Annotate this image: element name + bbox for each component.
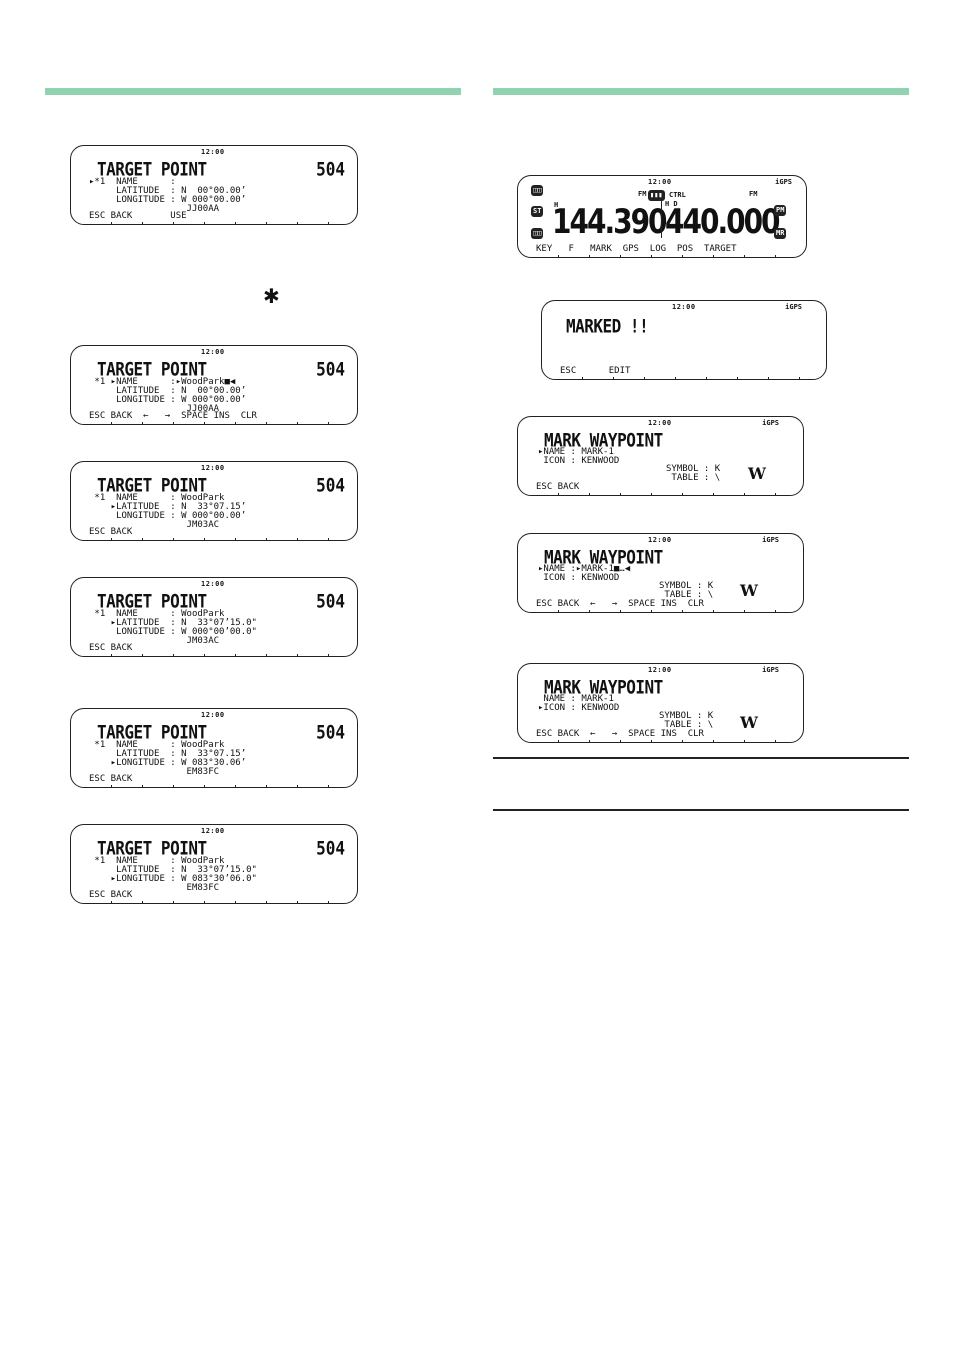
softkey-ticks — [81, 901, 347, 903]
marked-screen: 12:00 iGPS MARKED !! ESC EDIT — [541, 300, 827, 380]
channel-number: 504 — [316, 721, 345, 743]
mark-waypoint-screen-1: 12:00 iGPS MARK WAYPOINT ▸NAME : MARK-1 … — [517, 416, 804, 496]
softkey-labels: ESC BACK — [89, 890, 133, 900]
screen-title: MARK WAYPOINT — [544, 429, 663, 451]
softkey-ticks — [81, 422, 347, 424]
softkey-labels: ESC BACK — [89, 774, 133, 784]
mark-waypoint-screen-3: 12:00 iGPS MARK WAYPOINT NAME : MARK-1 ▸… — [517, 663, 804, 743]
softkey-labels: ESC EDIT — [560, 366, 631, 376]
channel-number: 504 — [316, 474, 345, 496]
igps-indicator: iGPS — [785, 303, 802, 311]
target-fields: *1 NAME : WoodPark ▸LATITUDE : N 33°07.1… — [94, 493, 247, 530]
ctrl-badge-icon: ▮▮▮ — [648, 190, 665, 201]
softkey-ticks — [528, 255, 796, 257]
softkey-labels: KEY F MARK GPS LOG POS TARGET — [536, 244, 737, 254]
softkey-labels: ESC BACK — [89, 643, 133, 653]
main-frequency-screen: 12:00 iGPS ◫◫ FM ▮▮▮ CTRL FM H H D ST ◫◫… — [517, 175, 807, 258]
softkey-ticks — [528, 610, 793, 612]
softkey-labels: ESC BACK ← → SPACE INS CLR — [536, 599, 704, 609]
clock: 12:00 — [648, 178, 672, 186]
symbol-fields: SYMBOL : K TABLE : \ — [659, 581, 714, 600]
igps-indicator: iGPS — [762, 419, 779, 427]
band-a-badge-icon: ◫◫ — [531, 185, 544, 196]
symbol-fields: SYMBOL : K TABLE : \ — [666, 464, 721, 483]
target-point-screen-3: 12:00 TARGET POINT 504 *1 NAME : WoodPar… — [70, 461, 358, 541]
ctrl-label: CTRL — [669, 191, 686, 199]
softkey-ticks — [528, 740, 793, 742]
softkey-ticks — [81, 222, 347, 224]
softkey-labels: ESC BACK — [89, 527, 133, 537]
target-fields: *1 NAME : WoodPark LATITUDE : N 33°07’15… — [94, 856, 257, 893]
softkey-ticks — [81, 654, 347, 656]
bottom-left-badge-icon: ◫◫ — [531, 228, 544, 239]
st-badge-icon: ST — [531, 206, 544, 217]
waypoint-symbol-icon: W — [740, 581, 758, 600]
target-fields: *1 ▸NAME :▸WoodPark■◀ LATITUDE : N 00°00… — [94, 377, 247, 414]
waypoint-fields: ▸NAME :▸MARK-1■…◀ ICON : KENWOOD — [538, 564, 631, 583]
screen-title: TARGET POINT — [97, 358, 207, 380]
softkey-ticks — [552, 377, 816, 379]
clock: 12:00 — [201, 827, 225, 835]
softkey-labels: ESC BACK ← → SPACE INS CLR — [536, 729, 704, 739]
screen-title: TARGET POINT — [97, 474, 207, 496]
power-hd-b: H D — [665, 200, 678, 208]
clock: 12:00 — [648, 419, 672, 427]
clock: 12:00 — [648, 666, 672, 674]
waypoint-symbol-icon: W — [740, 713, 758, 732]
pm-badge-icon: PM — [774, 205, 787, 216]
mode-fm-left: FM — [638, 190, 647, 198]
clock: 12:00 — [201, 711, 225, 719]
softkey-ticks — [81, 785, 347, 787]
power-h-a: H — [554, 201, 559, 209]
screen-title: MARK WAYPOINT — [544, 676, 663, 698]
waypoint-symbol-icon: W — [748, 464, 766, 483]
screen-title: TARGET POINT — [97, 158, 207, 180]
softkey-labels: ESC BACK ← → SPACE INS CLR — [89, 411, 257, 421]
mr-badge-icon: MR — [774, 228, 787, 239]
igps-indicator: iGPS — [762, 536, 779, 544]
clock: 12:00 — [201, 580, 225, 588]
symbol-fields: SYMBOL : K TABLE : \ — [659, 711, 714, 730]
clock: 12:00 — [201, 148, 225, 156]
asterisk-icon: ✱ — [263, 284, 280, 308]
softkey-ticks — [528, 493, 793, 495]
screen-title: TARGET POINT — [97, 837, 207, 859]
right-section-bar — [493, 88, 909, 95]
clock: 12:00 — [201, 464, 225, 472]
screen-title: MARKED !! — [566, 315, 649, 337]
frequency-b: 440.000 — [665, 202, 781, 242]
target-fields: ▸*1 NAME : LATITUDE : N 00°00.00’ LONGIT… — [89, 177, 247, 214]
igps-indicator: iGPS — [762, 666, 779, 674]
screen-title: MARK WAYPOINT — [544, 546, 663, 568]
waypoint-fields: ▸NAME : MARK-1 ICON : KENWOOD — [538, 447, 620, 466]
mode-fm-right: FM — [749, 190, 758, 198]
clock: 12:00 — [201, 348, 225, 356]
channel-number: 504 — [316, 590, 345, 612]
left-section-bar — [45, 88, 461, 95]
target-point-screen-1: 12:00 TARGET POINT 504 ▸*1 NAME : LATITU… — [70, 145, 358, 225]
frequency-a: 144.390 — [552, 202, 668, 242]
channel-number: 504 — [316, 158, 345, 180]
target-point-screen-2: 12:00 TARGET POINT 504 *1 ▸NAME :▸WoodPa… — [70, 345, 358, 425]
igps-indicator: iGPS — [775, 178, 792, 186]
softkey-labels: ESC BACK USE — [89, 211, 187, 221]
mark-waypoint-screen-2: 12:00 iGPS MARK WAYPOINT ▸NAME :▸MARK-1■… — [517, 533, 804, 613]
target-point-screen-5: 12:00 TARGET POINT 504 *1 NAME : WoodPar… — [70, 708, 358, 788]
target-fields: *1 NAME : WoodPark ▸LATITUDE : N 33°07’1… — [94, 609, 257, 646]
softkey-ticks — [81, 538, 347, 540]
clock: 12:00 — [672, 303, 696, 311]
band-divider — [661, 200, 662, 238]
note-bottom-rule — [493, 809, 909, 811]
channel-number: 504 — [316, 837, 345, 859]
waypoint-fields: NAME : MARK-1 ▸ICON : KENWOOD — [538, 694, 620, 713]
target-point-screen-6: 12:00 TARGET POINT 504 *1 NAME : WoodPar… — [70, 824, 358, 904]
channel-number: 504 — [316, 358, 345, 380]
screen-title: TARGET POINT — [97, 590, 207, 612]
screen-title: TARGET POINT — [97, 721, 207, 743]
target-fields: *1 NAME : WoodPark LATITUDE : N 33°07.15… — [94, 740, 247, 777]
target-point-screen-4: 12:00 TARGET POINT 504 *1 NAME : WoodPar… — [70, 577, 358, 657]
note-top-rule — [493, 757, 909, 759]
clock: 12:00 — [648, 536, 672, 544]
softkey-labels: ESC BACK — [536, 482, 580, 492]
